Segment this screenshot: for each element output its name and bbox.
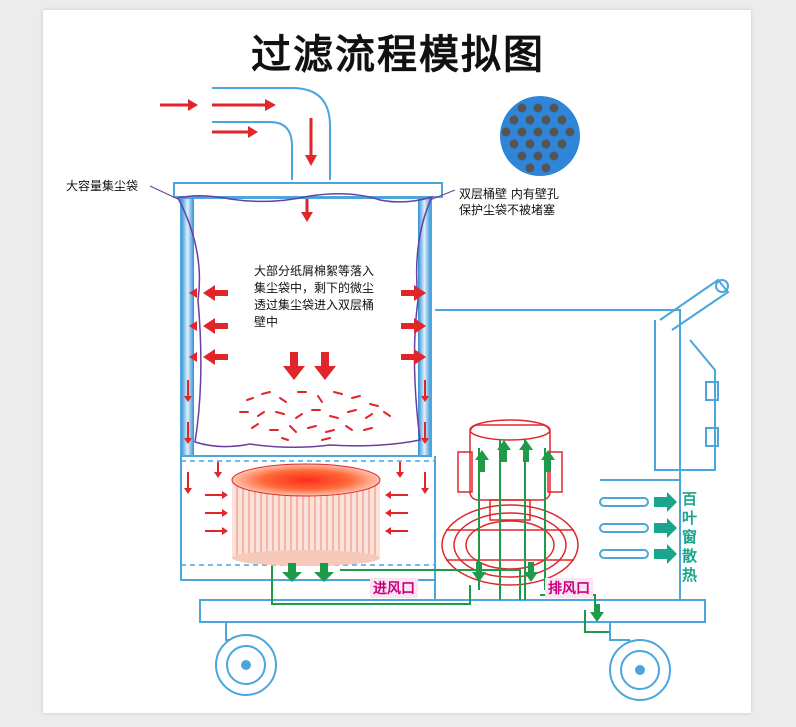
exhaust-label: 排风口: [545, 578, 593, 598]
inlet-pipe: [212, 87, 331, 180]
wall-down-arrows: [184, 380, 429, 494]
machine-housing: [199, 278, 730, 623]
filter-inflow-arrows: [205, 491, 408, 535]
caster-wheels: [215, 622, 671, 701]
vent-label: 百叶窗散热: [682, 490, 698, 584]
filter-cartridge: [231, 463, 381, 566]
louver-slots: [599, 497, 649, 559]
inlet-arrows: [160, 99, 317, 222]
airflow-arrows: [282, 440, 604, 622]
large-bag-label: 大容量集尘袋: [66, 179, 139, 193]
double-wall-label-line2: 保护尘袋不被堵塞: [459, 203, 556, 217]
blower-motor: [441, 419, 579, 586]
falling-arrows: [283, 352, 336, 380]
dust-bag: [176, 193, 434, 449]
wall-hole-mesh-icon: [500, 96, 580, 176]
inlet-label: 进风口: [370, 578, 418, 598]
tank-lid: [173, 182, 443, 198]
dust-particles: [239, 391, 391, 441]
wall-arrows: [189, 285, 426, 365]
page-title: 过滤流程模拟图: [251, 32, 545, 78]
double-wall-label-line1: 双层桶壁 内有壁孔: [459, 187, 559, 201]
filtration-note: 大部分纸屑棉絮等落入集尘袋中，剩下的微尘透过集尘袋进入双层桶壁中: [254, 264, 375, 329]
vent-arrows: [654, 492, 677, 564]
double-layer-wall: [180, 197, 432, 457]
